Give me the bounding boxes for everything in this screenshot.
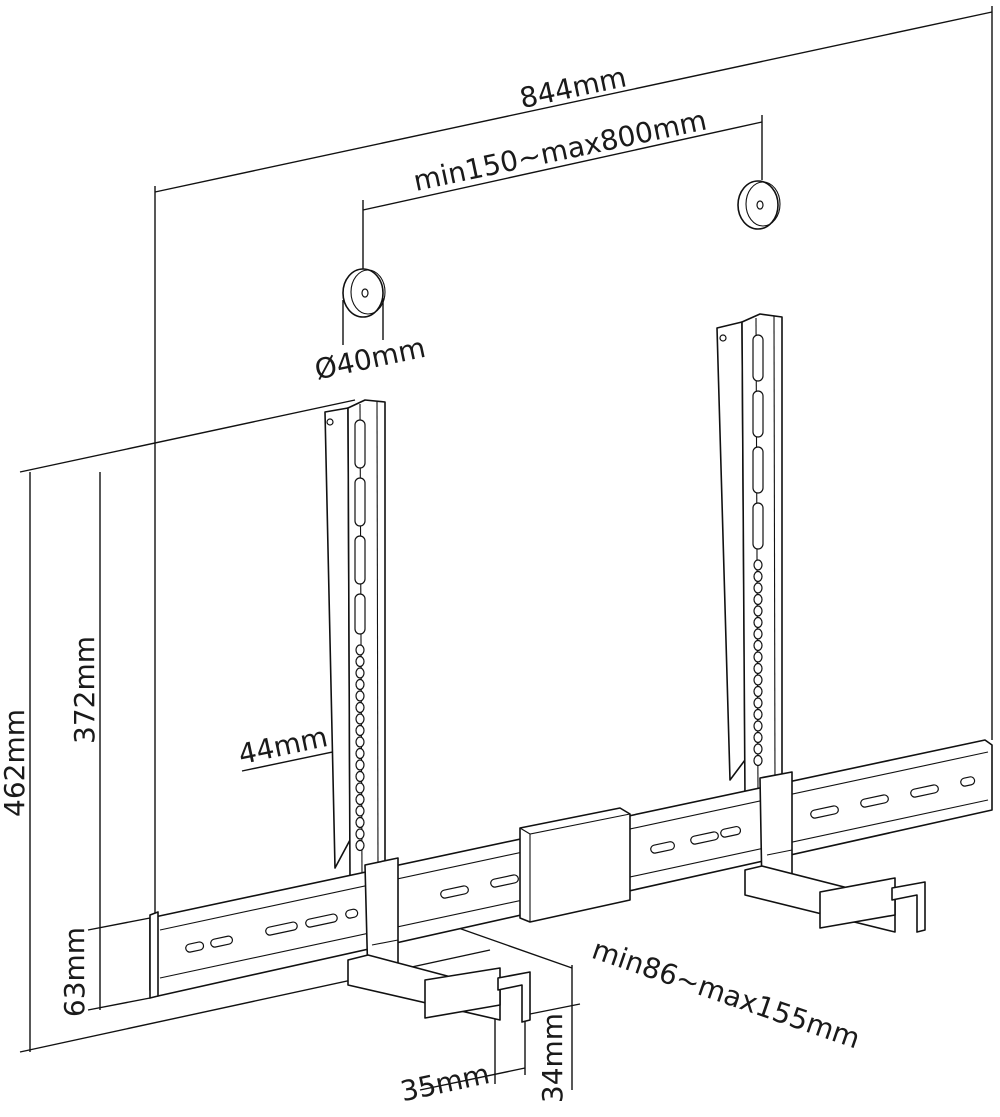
- mounting-hole: [355, 816, 365, 829]
- right-vertical-column: [716, 313, 783, 801]
- rail-slot: [860, 794, 889, 808]
- mounting-hole: [753, 754, 763, 767]
- washer-left: [342, 268, 386, 318]
- label-total-height: 462mm: [0, 709, 31, 817]
- mounting-hole: [355, 747, 365, 760]
- label-bar-height: 63mm: [58, 927, 91, 1017]
- mounting-hole: [355, 839, 365, 852]
- mounting-hole: [753, 651, 763, 663]
- label-washer-diameter: Ø40mm: [312, 331, 429, 387]
- mounting-hole: [753, 697, 763, 709]
- mounting-hole: [753, 720, 763, 732]
- rail-slot: [210, 935, 234, 948]
- mounting-hole: [355, 655, 365, 668]
- mounting-hole: [753, 662, 763, 675]
- rail-slot: [960, 776, 976, 787]
- right-shelf-arm: [744, 771, 926, 933]
- label-column-height: 372mm: [68, 636, 101, 744]
- washer-right: [737, 180, 781, 230]
- mounting-hole: [355, 736, 365, 748]
- rail-slot: [185, 941, 205, 953]
- mounting-hole: [753, 731, 763, 744]
- mounting-hole: [355, 759, 365, 771]
- left-shelf-arm: [347, 857, 531, 1023]
- rail-slot: [440, 885, 469, 899]
- dimension-lines: [19, 6, 993, 1091]
- mounting-hole: [355, 678, 365, 691]
- mounting-hole: [355, 667, 365, 679]
- mounting-hole: [753, 639, 763, 652]
- rail-slot: [490, 874, 519, 888]
- mounting-hole: [753, 616, 763, 629]
- rail-slot: [810, 805, 839, 819]
- mounting-hole: [355, 770, 365, 783]
- mounting-hole: [753, 593, 763, 606]
- mounting-hole: [753, 582, 763, 594]
- left-vertical-column: [324, 399, 386, 881]
- mounting-hole: [355, 644, 365, 656]
- rail-slot: [305, 913, 338, 928]
- mounting-hole: [753, 605, 763, 617]
- rail-slot: [910, 784, 939, 798]
- mounting-hole: [753, 708, 763, 721]
- mounting-hole: [355, 805, 365, 817]
- rail-coupler: [519, 807, 631, 923]
- label-lip-width: 35mm: [397, 1057, 492, 1108]
- rail-slot: [345, 908, 359, 919]
- mounting-hole: [753, 570, 763, 583]
- label-pitch: min150~max800mm: [411, 104, 710, 198]
- label-overall-width: 844mm: [517, 60, 630, 115]
- mounting-hole: [355, 782, 365, 794]
- rail-slot: [720, 825, 742, 838]
- mounting-hole: [753, 685, 763, 698]
- mounting-hole: [355, 690, 365, 702]
- mounting-hole: [753, 559, 763, 571]
- label-arm-width: 44mm: [235, 720, 330, 771]
- label-lip-height: 34mm: [536, 1013, 569, 1103]
- mounting-hole: [355, 701, 365, 714]
- mounting-hole: [753, 743, 763, 755]
- mounting-hole: [753, 674, 763, 686]
- rail-slot: [650, 841, 675, 854]
- mounting-hole: [355, 724, 365, 737]
- rail-slot: [265, 921, 298, 936]
- mounting-hole: [355, 828, 365, 840]
- mounting-hole: [355, 793, 365, 806]
- rail-slot: [690, 831, 719, 845]
- label-shelf-depth: min86~max155mm: [588, 933, 864, 1056]
- mounting-hole: [355, 713, 365, 725]
- mounting-hole: [753, 628, 763, 640]
